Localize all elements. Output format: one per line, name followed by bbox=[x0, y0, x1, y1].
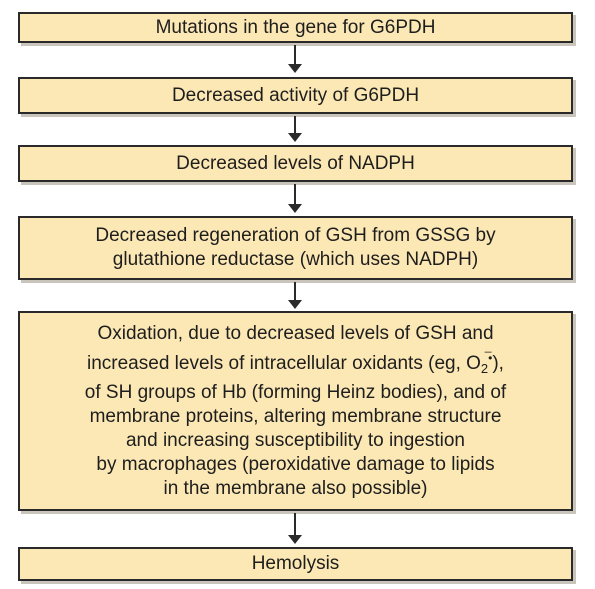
step-decreased-activity-label: Decreased activity of G6PDH bbox=[171, 84, 420, 106]
step-hemolysis: Hemolysis bbox=[18, 547, 573, 581]
step-gsh-regeneration: Decreased regeneration of GSH from GSSG … bbox=[18, 216, 573, 280]
step-decreased-nadph-label: Decreased levels of NADPH bbox=[176, 152, 415, 174]
arrow-down-icon bbox=[288, 45, 302, 73]
arrow-down-icon bbox=[288, 282, 302, 309]
step-mutations-label: Mutations in the gene for G6PDH bbox=[155, 16, 436, 38]
step-oxidation-line-6: by macrophages (peroxidative damage to l… bbox=[96, 453, 495, 475]
step-oxidation-line-2: increased levels of intracellular oxidan… bbox=[87, 350, 504, 376]
step-oxidation-line-5: and increasing susceptibility to ingesti… bbox=[125, 429, 465, 451]
arrow-down-icon bbox=[288, 184, 302, 213]
step-gsh-line-1: Decreased regeneration of GSH from GSSG … bbox=[95, 225, 496, 246]
step-mutations: Mutations in the gene for G6PDH bbox=[18, 12, 573, 43]
step-gsh-line-2: glutathione reductase (which uses NADPH) bbox=[112, 249, 479, 270]
superoxide-symbol: O2̅• bbox=[466, 350, 493, 376]
step-oxidation-line-4: membrane proteins, altering membrane str… bbox=[89, 405, 502, 427]
step-oxidation-line-7: in the membrane also possible) bbox=[163, 477, 428, 499]
step-oxidation-line-3: of SH groups of Hb (forming Heinz bodies… bbox=[84, 381, 507, 403]
step-oxidation: Oxidation, due to decreased levels of GS… bbox=[18, 311, 573, 511]
step-decreased-nadph: Decreased levels of NADPH bbox=[18, 145, 573, 182]
step-decreased-activity: Decreased activity of G6PDH bbox=[18, 77, 573, 114]
step-hemolysis-label: Hemolysis bbox=[251, 553, 340, 574]
step-oxidation-line-1: Oxidation, due to decreased levels of GS… bbox=[97, 322, 494, 344]
arrow-down-icon bbox=[288, 513, 302, 544]
arrow-down-icon bbox=[288, 116, 302, 142]
